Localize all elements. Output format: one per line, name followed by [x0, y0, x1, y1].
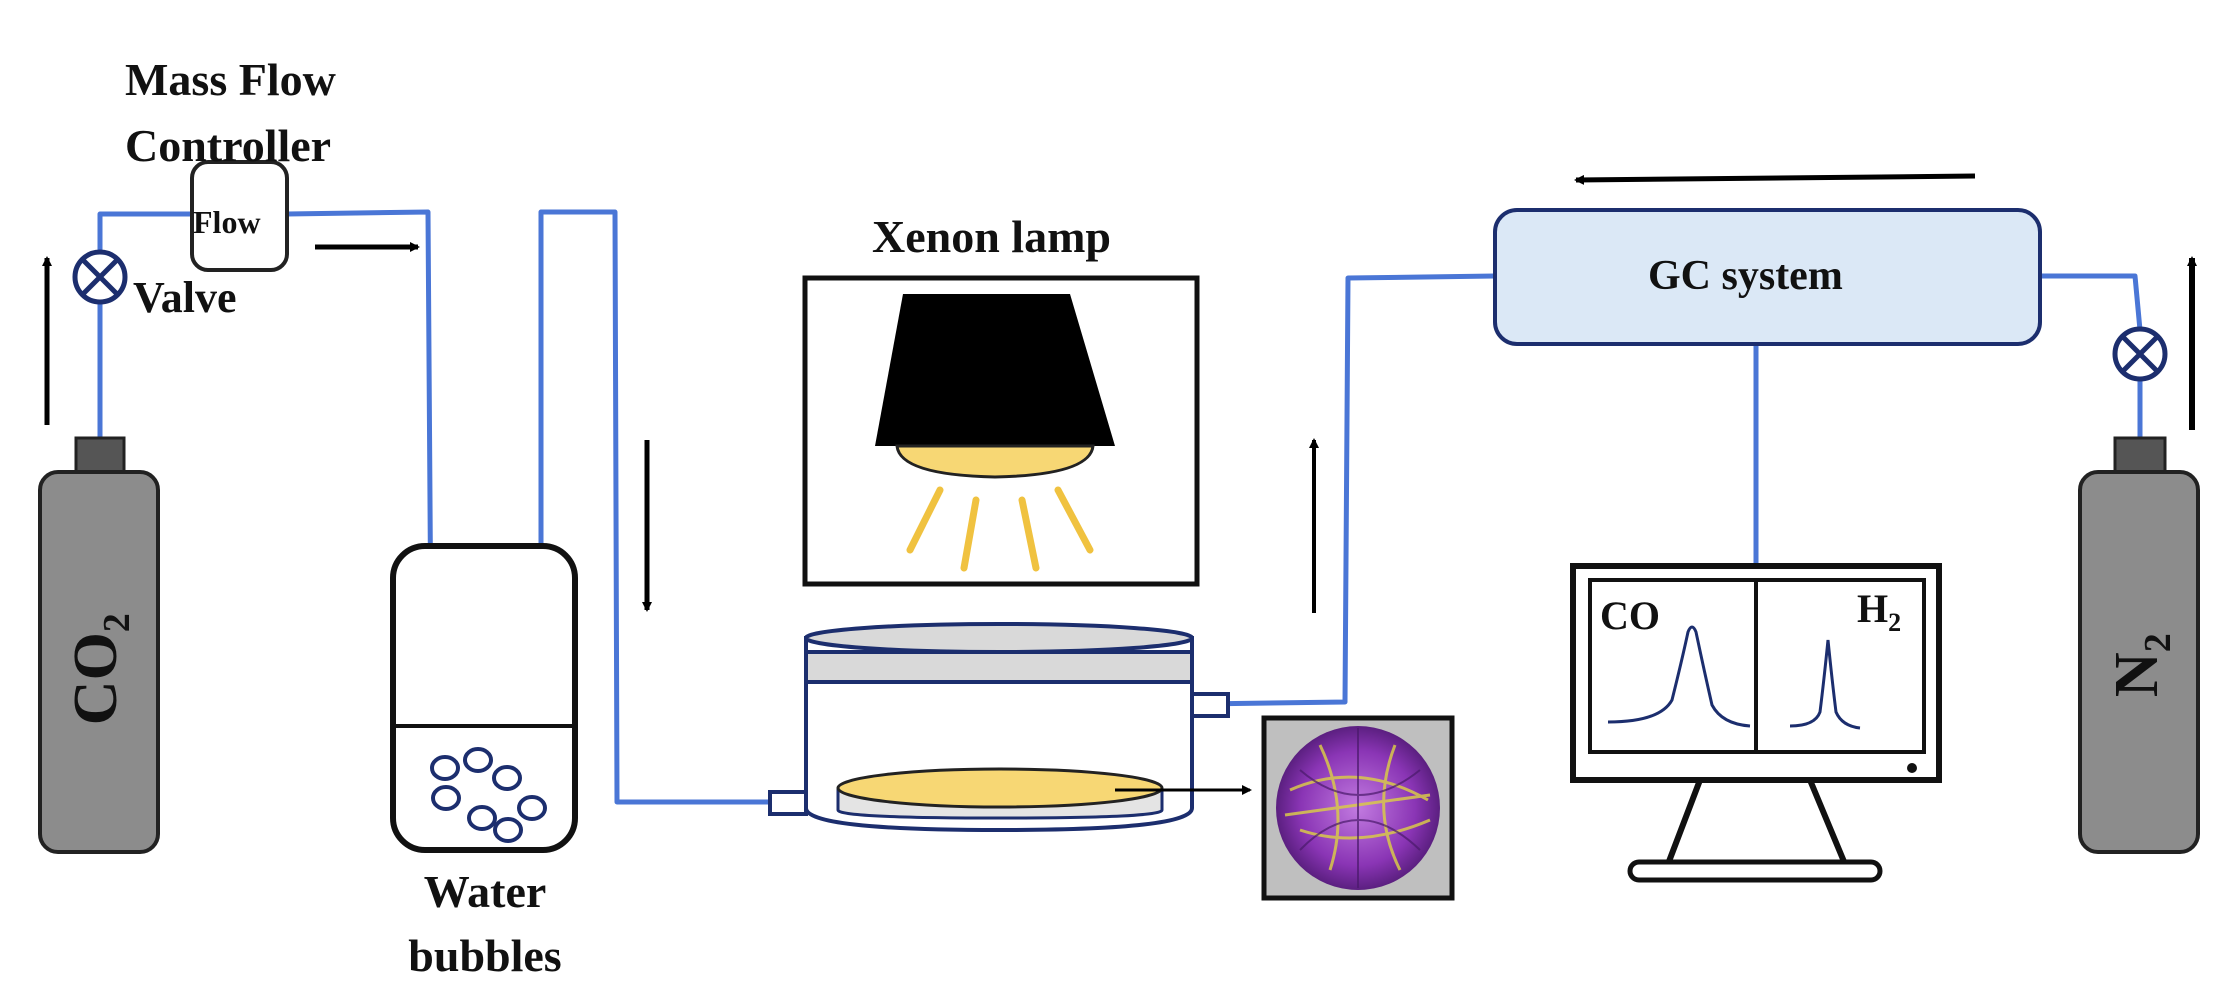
- n2-cylinder: [2078, 436, 2200, 854]
- catalyst-image: [1261, 715, 1455, 901]
- n2-cylinder-label: N2: [2102, 633, 2180, 698]
- co2-cylinder-label: CO2: [61, 613, 139, 726]
- n2-valve-icon[interactable]: [2112, 326, 2168, 382]
- gc-system-box[interactable]: [1493, 208, 2042, 346]
- h2-peak-label: H2: [1857, 586, 1902, 637]
- photoreactor: [768, 622, 1230, 833]
- gc-monitor: [1570, 563, 1942, 883]
- co-peak-trace: [1607, 625, 1751, 728]
- flow-arrow-left: [1574, 173, 1976, 185]
- gas-tubing: [97, 209, 2143, 805]
- valve-label: Valve: [133, 273, 237, 322]
- light-rays-icon: [906, 486, 1094, 572]
- co-peak-label: CO: [1600, 593, 1660, 638]
- mass-flow-controller-box[interactable]: [190, 160, 289, 272]
- xenon-lamp-label: Xenon lamp: [872, 211, 1111, 262]
- flow-label: Flow: [193, 204, 261, 240]
- xenon-lamp: [802, 275, 1200, 587]
- water-bubbles-icon: [430, 747, 547, 843]
- water-bubbler: [390, 543, 578, 853]
- co2-cylinder: [38, 436, 160, 854]
- mass-flow-controller-label: Mass Flow Controller: [125, 54, 336, 171]
- h2-peak-trace: [1789, 639, 1861, 730]
- co2-valve-icon[interactable]: [72, 249, 128, 305]
- water-bubbles-label: Water bubbles: [408, 866, 562, 981]
- gc-system-label: GC system: [1648, 253, 1843, 299]
- catalyst-film: [836, 767, 1164, 809]
